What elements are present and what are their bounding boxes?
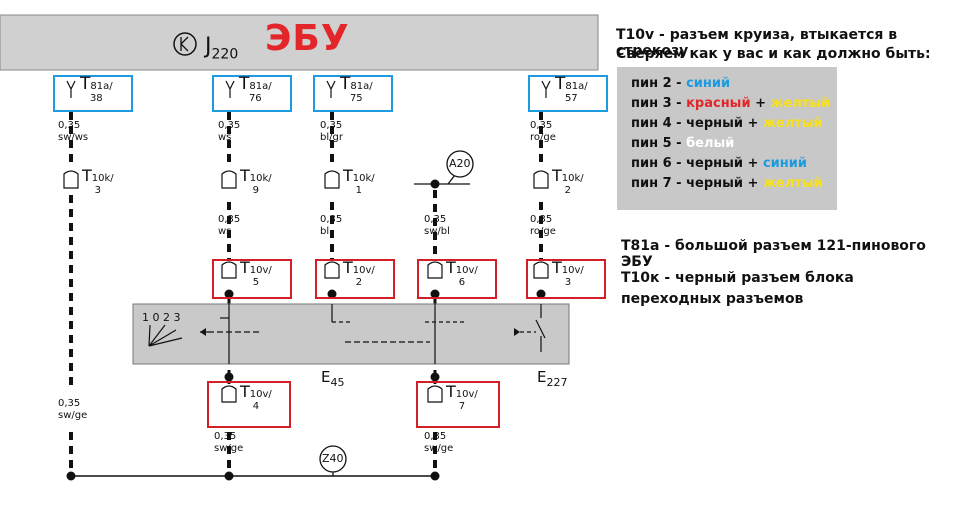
pin-row-6: пин 6 - черный + синий <box>631 156 807 171</box>
note-t10k-line1: T10к - черный разъем блока <box>621 270 854 286</box>
pin-row-7: пин 7 - черный + желтый <box>631 176 823 191</box>
t10k-connector-3: T10k/3 <box>82 166 114 197</box>
note-t10v: T10v - разъем круиза, втыкается в стреко… <box>616 27 898 59</box>
t10v-connector-2: T10v/2 <box>343 258 375 289</box>
t10v-connector-4: T10v/4 <box>240 382 272 413</box>
t10v-box-5 <box>212 259 292 299</box>
note-t81a: T81a - большой разъем 121-пинового ЭБУ <box>621 238 926 270</box>
ecu-bar <box>0 14 599 71</box>
note-compare: Сверяем как у вас и как должно быть: <box>616 46 931 62</box>
t81a-connector-38: T81a/38 <box>80 74 113 105</box>
pin-row-4: пин 4 - черный + желтый <box>631 116 823 131</box>
ground-point-a20 <box>446 150 474 178</box>
switch-e45-label: E45 <box>321 368 345 389</box>
t10k-connector-2: T10k/2 <box>552 166 584 197</box>
pin-row-5: пин 5 - белый <box>631 136 735 151</box>
switch-e227-label: E227 <box>537 368 568 389</box>
t81a-box-4 <box>528 75 608 112</box>
pin-row-3: пин 3 - красный + желтый <box>631 96 831 111</box>
t10v-box-3 <box>526 259 606 299</box>
t81a-connector-76: T81a/76 <box>239 74 272 105</box>
t10v-box-6 <box>417 259 497 299</box>
t10v-connector-3: T10v/3 <box>552 258 584 289</box>
switch-block <box>132 303 570 365</box>
ecu-symbol-icon <box>173 32 197 56</box>
t81a-box-3 <box>313 75 393 112</box>
t10v-box-4 <box>207 381 291 428</box>
pin-row-2: пин 2 - синий <box>631 76 731 91</box>
t10v-connector-5: T10v/5 <box>240 258 272 289</box>
t10v-connector-6: T10v/6 <box>446 258 478 289</box>
ecu-title: ЭБУ <box>265 18 350 59</box>
note-t10k-line2: переходных разъемов <box>621 291 804 307</box>
t81a-connector-75: T81a/75 <box>340 74 373 105</box>
pin-legend-box: пин 2 - синий пин 3 - красный + желтый п… <box>617 67 837 210</box>
t10k-connector-9: T10k/9 <box>240 166 272 197</box>
t10v-box-2 <box>315 259 395 299</box>
t81a-box-2 <box>212 75 292 112</box>
switch-positions: 1 0 2 3 <box>142 311 181 324</box>
t10v-box-7 <box>416 381 500 428</box>
t10v-connector-7: T10v/7 <box>446 382 478 413</box>
t81a-box-1 <box>53 75 133 112</box>
t81a-connector-57: T81a/57 <box>555 74 588 105</box>
component-j220-label: J220 <box>205 34 239 63</box>
t10k-connector-1: T10k/1 <box>343 166 375 197</box>
ground-label-a20: A20 <box>449 157 471 170</box>
ground-label-z40: Z40 <box>322 452 344 465</box>
